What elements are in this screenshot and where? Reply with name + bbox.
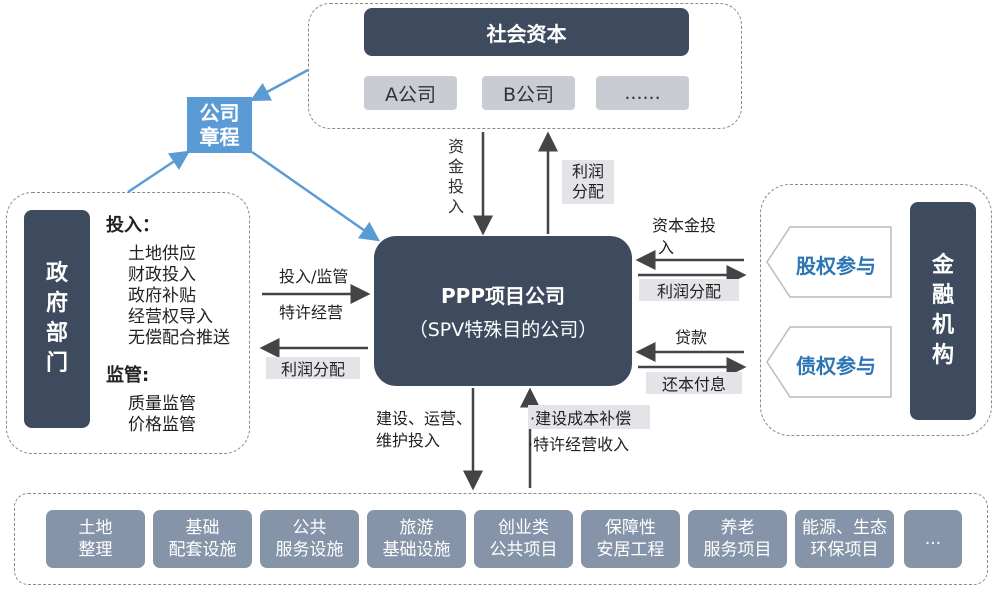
project-line: 公共 [292,518,327,538]
supervision-list: 质量监管 价格监管 [128,394,196,436]
project-line: 能源、生态 [802,518,887,538]
project-line: 公共项目 [489,540,558,560]
capital-input-label: 资 金 投 入 [448,137,464,217]
government-group [6,192,250,454]
input-item: 政府补贴 [128,286,196,306]
company-a-chip: A公司 [364,76,457,110]
project-line: 创业类 [498,518,549,538]
capital-investment-line: 入 [658,238,675,257]
government-char: 部 [45,321,68,346]
company-b-chip: B公司 [482,76,575,110]
capital-investment-label: 资本金投 入 [652,215,716,259]
project-box: 能源、生态 环保项目 [795,510,894,568]
capital-investment-line: 资本金投 [652,216,717,235]
compensation-line: ·特许经营收入 [528,435,630,454]
supervision-item: 价格监管 [128,415,196,435]
construction-label: 建设、运营、 维护投入 [376,408,472,452]
profit-top-label: 利润 分配 [562,160,614,204]
charter-line-1: 公司 [199,101,240,125]
input-list: 土地供应 财政投入 政府补贴 经营权导入 无偿配合推送 [128,244,230,349]
construction-line: 维护投入 [376,431,441,450]
supervision-heading: 监管: [106,365,150,386]
financial-char: 融 [931,283,954,308]
project-line: 养老 [720,518,755,538]
financial-char: 构 [931,343,954,368]
project-line: 服务项目 [703,540,772,560]
input-item: 土地供应 [128,244,196,264]
financial-char: 金 [931,253,954,278]
government-char: 府 [45,291,68,316]
profit-top-line: 利润 [571,162,604,181]
ppp-company-box: PPP项目公司 （SPV特殊目的公司） [374,236,632,386]
profit-right-label: 利润分配 [639,279,739,301]
project-box: ... [904,510,962,568]
financial-group [760,184,992,436]
input-supervision-label: 投入/监管 [279,267,349,286]
social-capital-title: 社会资本 [364,8,689,56]
project-box: 保障性 安居工程 [581,510,680,568]
project-box: 创业类 公共项目 [474,510,573,568]
equity-label: 股权参与 [796,254,876,278]
capital-input-char: 金 [448,157,465,176]
construction-line: 建设、运营、 [376,409,473,428]
arrow-charter-to-ppp [251,150,381,242]
ppp-subtitle: （SPV特殊目的公司） [408,319,598,341]
project-box: 旅游 基础设施 [367,510,466,568]
project-line: 保障性 [605,518,656,538]
equity-shape [766,226,892,298]
compensation-label: ·建设成本补偿 ·特许经营收入 [528,405,650,455]
financial-char: 机 [931,313,954,338]
arrow-gov-to-charter [127,150,191,194]
project-line: ... [924,529,942,549]
charter-line-2: 章程 [199,125,240,149]
project-line: 基础设施 [382,540,451,560]
project-line: 基础 [185,518,220,538]
government-char: 政 [45,261,68,286]
project-line: 服务设施 [275,540,344,560]
capital-input-char: 投 [448,177,465,196]
input-item: 无偿配合推送 [128,328,230,348]
repayment-label: 还本付息 [646,372,742,394]
input-item: 财政投入 [128,265,196,285]
project-box: 公共 服务设施 [260,510,359,568]
compensation-line: ·建设成本补偿 [528,405,650,429]
supervision-item: 质量监管 [128,394,196,414]
input-heading: 投入： [106,215,160,236]
government-title: 政 府 部 门 [24,210,90,428]
government-char: 门 [45,351,68,376]
project-line: 土地 [78,518,113,538]
project-box: 土地 整理 [46,510,145,568]
capital-input-char: 资 [448,137,465,156]
debt-label: 债权参与 [796,354,876,378]
debt-shape [766,326,892,398]
project-line: 配套设施 [168,540,237,560]
projects-group [14,493,988,585]
input-item: 经营权导入 [128,307,213,327]
project-box: 基础 配套设施 [153,510,252,568]
project-line: 整理 [78,540,113,560]
company-more-chip: ...... [596,76,689,110]
project-line: 旅游 [399,518,434,538]
company-charter-box: 公司 章程 [187,97,252,153]
project-box: 养老 服务项目 [688,510,787,568]
capital-input-char: 入 [448,197,465,216]
profit-top-line: 分配 [571,182,604,201]
project-line: 安居工程 [596,540,665,560]
profit-left-label: 利润分配 [266,357,360,379]
project-line: 环保项目 [810,540,879,560]
ppp-title: PPP项目公司 [441,284,565,308]
loan-label: 贷款 [675,328,708,347]
social-capital-group [308,3,742,129]
franchise-label: 特许经营 [279,303,344,322]
arrow-social-to-charter [249,68,309,102]
financial-title: 金 融 机 构 [910,202,976,420]
